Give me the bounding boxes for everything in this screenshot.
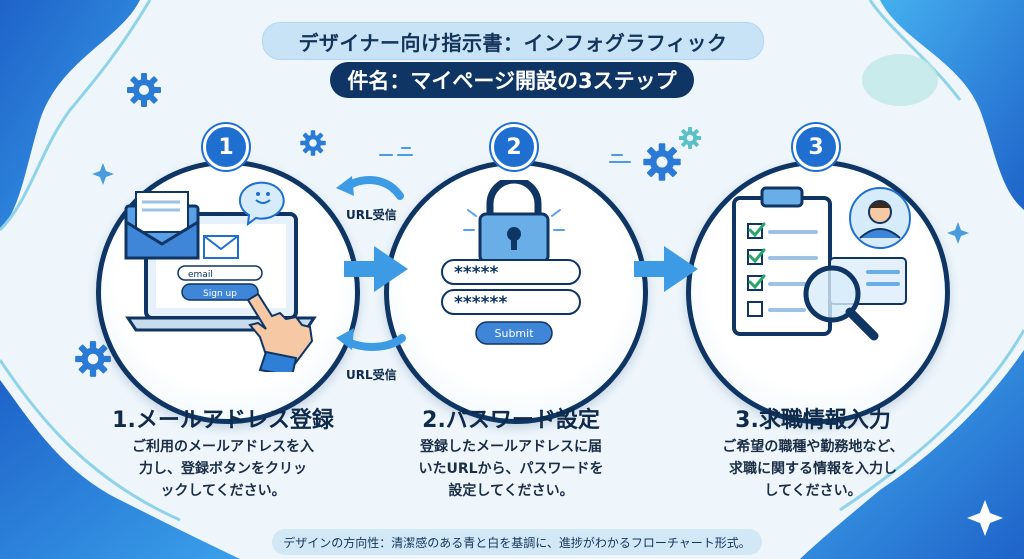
envelope-icon xyxy=(203,235,239,259)
sparkle-icon xyxy=(947,222,969,244)
corner-wave-top-left xyxy=(0,0,140,230)
password-field xyxy=(441,259,581,285)
email-placeholder: email xyxy=(188,270,213,280)
step-2-badge: 2 xyxy=(491,124,537,170)
description-line: 力し、登録ボタンをクリッ xyxy=(139,461,307,477)
step-3-title: 3.求職情報入力 xyxy=(735,408,891,433)
step-1-badge: 1 xyxy=(203,124,249,170)
description-line: 登録したメールアドレスに届 xyxy=(420,439,602,455)
password-confirm-field xyxy=(441,289,581,315)
step-2-illustration: ***** ****** Submit xyxy=(441,180,581,345)
user-avatar-icon xyxy=(849,187,911,249)
sparkle-icon xyxy=(92,163,114,185)
signup-button xyxy=(181,283,259,301)
forward-arrow-1 xyxy=(344,246,408,292)
description-line: ックしてください。 xyxy=(160,483,286,499)
return-arrow-lower xyxy=(336,328,406,351)
email-field xyxy=(177,265,263,281)
gear-icon xyxy=(75,341,111,377)
envelope-icon xyxy=(124,191,200,260)
description-line: 設定してください。 xyxy=(448,483,574,499)
submit-button-label: Submit xyxy=(494,327,534,340)
gear-icon xyxy=(643,143,681,181)
step-2-title: 2.パスワード設定 xyxy=(422,408,600,433)
padlock-icon xyxy=(478,180,550,264)
upper-arrow-label: URL受信 xyxy=(346,208,397,222)
password-confirm-value: ****** xyxy=(454,293,507,313)
corner-wave-bottom-right xyxy=(800,350,1024,559)
gear-icon xyxy=(678,126,702,150)
submit-button xyxy=(475,321,553,345)
page-title: デザイナー向け指示書：インフォグラフィック xyxy=(262,22,764,60)
magnifier-icon xyxy=(803,265,879,341)
page-subject: 件名：マイページ開設の3ステップ xyxy=(330,62,694,98)
sparkle-icon xyxy=(967,500,1003,536)
description-line: 求職に関する情報を入力し xyxy=(729,461,897,477)
pointing-hand-icon xyxy=(246,292,314,372)
corner-wave-bottom-left xyxy=(0,380,240,559)
step-1-description: ご利用のメールアドレスを入 力し、登録ボタンをクリッ ックしてください。 xyxy=(73,436,373,502)
step-3-badge: 3 xyxy=(793,124,839,170)
step-3-description: ご希望の職種や勤務地など、 求職に関する情報を入力し してください。 xyxy=(663,436,963,502)
description-line: してください。 xyxy=(764,483,862,499)
gear-icon xyxy=(127,73,161,107)
smiley-bubble-icon xyxy=(238,181,285,227)
step-1-illustration: email Sign up xyxy=(124,181,317,372)
step-3-illustration xyxy=(732,186,911,341)
return-arrow-upper xyxy=(336,176,404,200)
design-direction-note: デザインの方向性：清潔感のある青と白を基調に、進捗がわかるフローチャート形式。 xyxy=(272,529,762,555)
lower-arrow-label: URL受信 xyxy=(346,368,397,382)
corner-wave-top-right xyxy=(880,0,1024,210)
step-2-description: 登録したメールアドレスに届 いたURLから、パスワードを 設定してください。 xyxy=(361,436,661,502)
password-value: ***** xyxy=(454,263,499,283)
description-line: ご利用のメールアドレスを入 xyxy=(132,439,314,455)
forward-arrow-2 xyxy=(634,246,698,292)
gear-icon xyxy=(300,130,326,156)
description-line: いたURLから、パスワードを xyxy=(418,461,604,477)
step-1-title: 1.メールアドレス登録 xyxy=(112,408,334,433)
signup-button-label: Sign up xyxy=(203,289,237,299)
description-line: ご希望の職種や勤務地など、 xyxy=(722,439,904,455)
